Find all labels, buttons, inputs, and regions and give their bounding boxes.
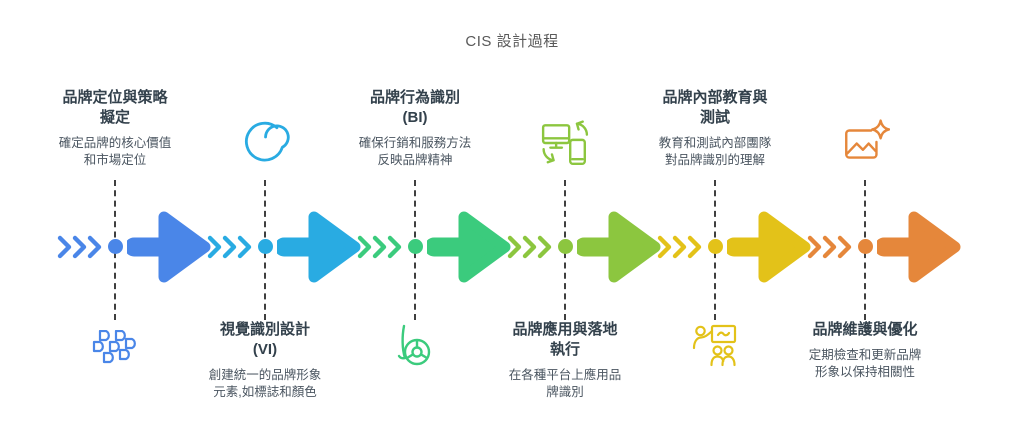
stage-desc: 定期檢查和更新品牌 形象以保持相關性 [808,347,922,380]
chevrons-icon [57,235,103,264]
big-arrow-icon [274,207,365,292]
spiral-a-icon [239,118,291,175]
timeline-dot [107,239,123,254]
b-wheel-icon [391,322,439,375]
big-arrow-icon [124,207,215,292]
big-arrow-icon [874,207,965,292]
image-sparkle-icon [840,118,891,173]
stage-1: 品牌定位與策略 擬定 確定品牌的核心價值 和市場定位 [40,0,211,443]
stage-title: 品牌應用與落地 執行 [512,321,618,358]
timeline-dot [257,239,273,254]
timeline-dot [407,239,423,254]
chevrons-icon [657,235,703,264]
stage-3-text: 品牌行為識別 (BI) 確保行銷和服務方法 反映品牌精神 [335,88,495,170]
stage-title: 品牌行為識別 (BI) [369,89,460,126]
stage-title: 品牌內部教育與 測試 [662,89,768,126]
stage-desc: 在各種平台上應用品 牌識別 [508,367,622,400]
chevrons-icon [507,235,553,264]
stage-desc: 教育和測試內部團隊 對品牌識別的理解 [658,135,772,168]
stage-6-text: 品牌維護與優化 定期檢查和更新品牌 形象以保持相關性 [785,320,945,382]
stage-1-text: 品牌定位與策略 擬定 確定品牌的核心價值 和市場定位 [35,88,195,170]
stage-5: 品牌內部教育與 測試 教育和測試內部團隊 對品牌識別的理解 [640,0,811,443]
devices-sync-icon [540,118,590,173]
stage-desc: 確保行銷和服務方法 反映品牌精神 [358,135,472,168]
chevrons-icon [807,235,853,264]
stage-title: 品牌維護與優化 [812,321,918,338]
stage-3: 品牌行為識別 (BI) 確保行銷和服務方法 反映品牌精神 [340,0,511,443]
diagram-title: CIS 設計過程 [465,33,559,50]
stage-title: 視覺識別設計 (VI) [219,321,310,358]
stage-2: 視覺識別設計 (VI) 創建統一的品牌形象 元素,如標誌和顏色 [190,0,361,443]
chevrons-icon [207,235,253,264]
chevrons-icon [357,235,403,264]
stage-title: 品牌定位與策略 擬定 [62,89,168,126]
training-presentation-icon [691,322,739,375]
stage-6: 品牌維護與優化 定期檢查和更新品牌 形象以保持相關性 [790,0,961,443]
big-arrow-icon [424,207,515,292]
stage-desc: 確定品牌的核心價值 和市場定位 [58,135,172,168]
stage-4-text: 品牌應用與落地 執行 在各種平台上應用品 牌識別 [485,320,645,402]
stage-2-text: 視覺識別設計 (VI) 創建統一的品牌形象 元素,如標誌和顏色 [185,320,345,402]
big-arrow-icon [574,207,665,292]
stage-5-text: 品牌內部教育與 測試 教育和測試內部團隊 對品牌識別的理解 [635,88,795,170]
blackberry-logo-icon [91,329,139,369]
stage-4: 品牌應用與落地 執行 在各種平台上應用品 牌識別 [490,0,661,443]
timeline-dot [857,239,873,254]
stage-desc: 創建統一的品牌形象 元素,如標誌和顏色 [208,367,322,400]
timeline-dot [707,239,723,254]
big-arrow-icon [724,207,815,292]
timeline-dot [557,239,573,254]
